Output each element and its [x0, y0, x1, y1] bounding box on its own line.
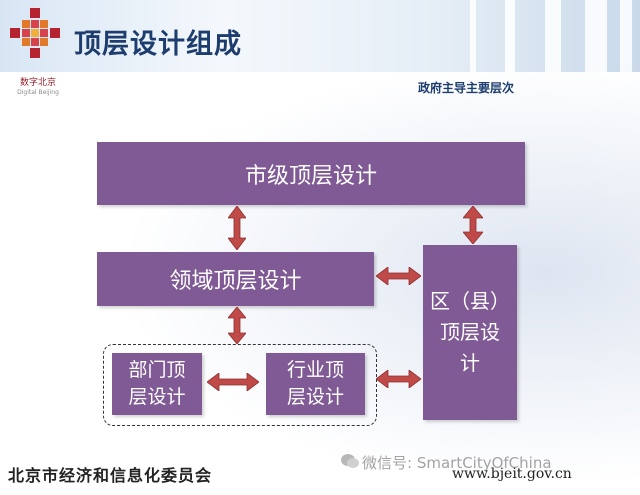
district-label-line1: 区（县） — [430, 289, 510, 313]
industry-level-box: 行业顶 层设计 — [266, 353, 365, 415]
footer-url: www.bjeit.gov.cn — [452, 466, 572, 482]
logo-subtitle: Digital Beijing — [17, 89, 59, 96]
dept-label-line1: 部门顶 — [128, 359, 186, 381]
arrow-industry-district — [376, 370, 421, 388]
industry-label-line1: 行业顶 — [286, 359, 344, 381]
wechat-icon — [341, 454, 359, 468]
district-label-line2: 顶层设 — [440, 320, 500, 344]
footer-organization: 北京市经济和信息化委员会 — [8, 466, 213, 485]
arrow-dept-industry — [207, 373, 259, 391]
industry-label-line2: 层设计 — [286, 386, 344, 408]
header-band — [0, 0, 640, 72]
arrow-domain-district — [376, 267, 421, 285]
dept-label-line2: 层设计 — [128, 386, 186, 408]
district-level-box: 区（县） 顶层设 计 — [423, 245, 517, 420]
slide-subtitle: 政府主导主要层次 — [418, 81, 515, 95]
wechat-watermark: 微信号: SmartCityOfChina — [362, 454, 552, 472]
dept-industry-group — [103, 344, 377, 426]
arrow-city-domain — [228, 206, 246, 250]
arrow-city-district — [463, 206, 483, 244]
header-stripes — [450, 0, 640, 72]
district-label-line3: 计 — [460, 351, 480, 375]
logo-name: 数字北京 — [19, 78, 56, 88]
department-level-box: 部门顶 层设计 — [112, 353, 202, 415]
domain-level-box: 领域顶层设计 — [97, 252, 374, 306]
digital-beijing-logo — [10, 8, 60, 58]
city-level-box: 市级顶层设计 — [97, 142, 525, 205]
arrow-domain-dept — [228, 307, 246, 344]
slide-title: 顶层设计组成 — [74, 29, 242, 60]
